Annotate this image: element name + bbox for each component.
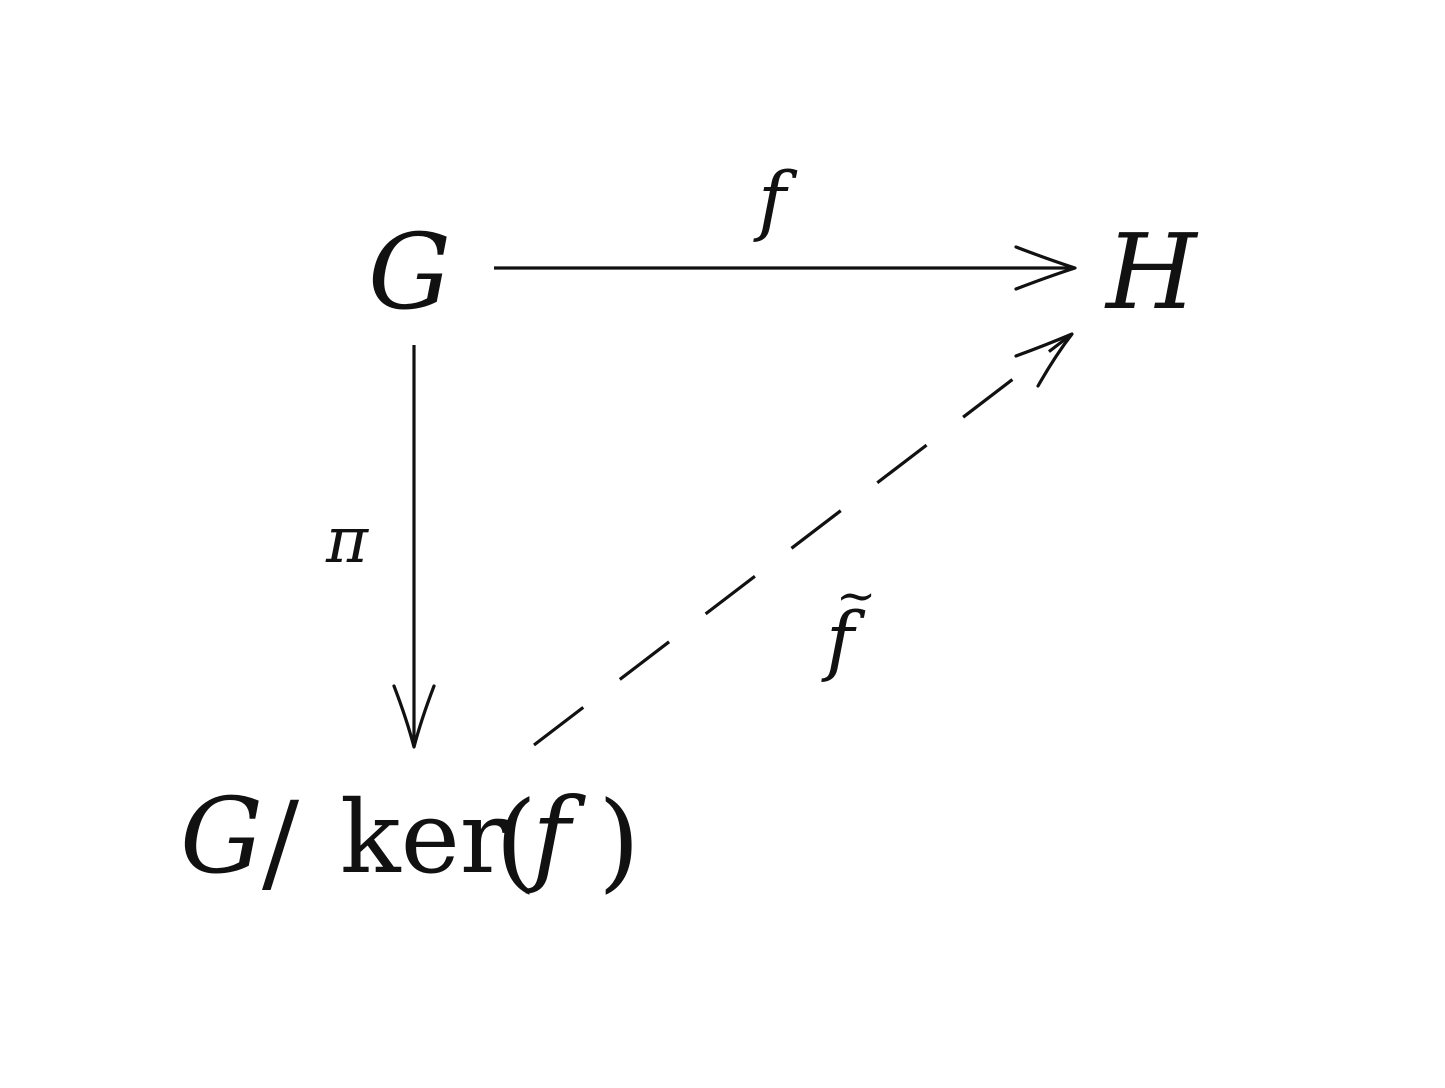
label-pi: π: [325, 504, 369, 578]
node-quotient: G / ker ( f ): [180, 775, 640, 906]
arrow-f-head: [1014, 245, 1077, 291]
arrow-f-tilde-shaft: [533, 332, 1073, 747]
node-quotient-lparen: (: [495, 779, 537, 904]
label-f: f: [753, 155, 798, 244]
node-h: H: [1104, 211, 1199, 333]
node-quotient-ker: ker: [340, 779, 508, 896]
arrow-pi-head: [392, 684, 436, 749]
arrow-f: [494, 245, 1077, 291]
node-quotient-slash: /: [262, 778, 300, 906]
node-quotient-g: G: [180, 775, 263, 897]
node-g: G: [368, 211, 451, 333]
arrow-pi: [392, 345, 436, 749]
arrow-f-tilde-head: [1014, 332, 1074, 388]
label-f-tilde-mark: ~: [836, 568, 876, 624]
node-quotient-rparen: ): [598, 779, 640, 904]
node-quotient-f: f: [525, 775, 586, 897]
arrow-f-tilde: [533, 332, 1074, 747]
